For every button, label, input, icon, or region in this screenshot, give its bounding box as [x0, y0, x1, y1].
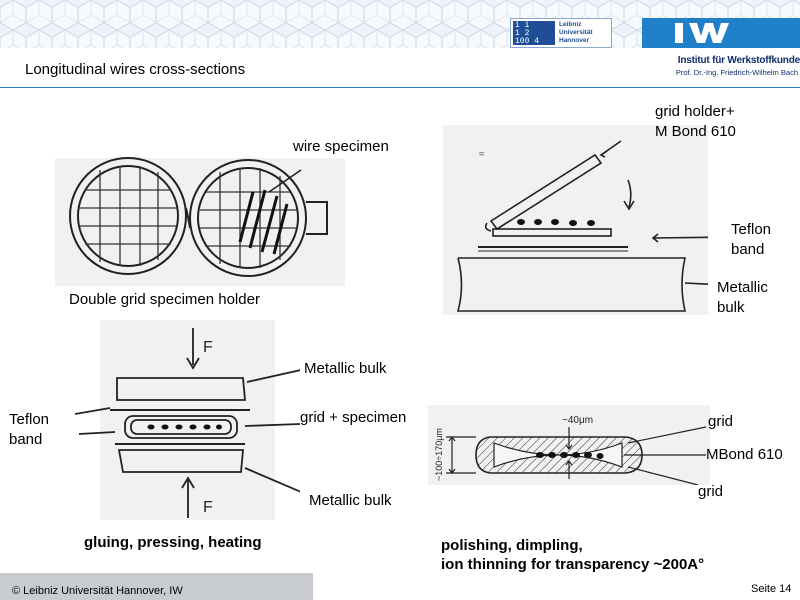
label-polishing-2: ion thinning for transparency ~200A°: [441, 556, 705, 573]
label-teflon-band-right-1: Teflon: [731, 221, 772, 238]
dimpling-sketch: ~40μm ~100÷170μm: [428, 405, 710, 485]
label-mbond: MBond 610: [706, 446, 783, 463]
luh-logo[interactable]: i i 1 2 100 4 Leibniz Universität Hannov…: [510, 18, 612, 48]
label-metallic-bulk-right-1: Metallic: [717, 279, 768, 296]
label-teflon-band-right-2: band: [731, 241, 765, 258]
luh-logo-mark: i i 1 2 100 4: [513, 21, 555, 46]
label-teflon-band-left-2: band: [9, 431, 43, 448]
label-polishing-1: polishing, dimpling,: [441, 537, 583, 554]
label-gluing-pressing-heating: gluing, pressing, heating: [84, 534, 262, 551]
label-metallic-bulk-bottom: Metallic bulk: [309, 492, 392, 509]
pressing-sketch: F F: [75, 320, 300, 520]
label-teflon-band-left-1: Teflon: [9, 411, 50, 428]
iw-logo[interactable]: [642, 18, 800, 48]
force-label-top: F: [203, 339, 213, 356]
double-grid-holder-sketch: [55, 157, 345, 286]
footer-bar: [0, 573, 313, 600]
label-grid-holder-1: grid holder+: [655, 103, 735, 120]
page-title: Longitudinal wires cross-sections: [25, 61, 246, 78]
label-wire-specimen: wire specimen: [293, 138, 389, 155]
label-metallic-bulk-top: Metallic bulk: [304, 360, 387, 377]
label-grid-specimen: grid + specimen: [300, 409, 407, 426]
iw-logo-mark: [675, 23, 729, 43]
institute-professor: Prof. Dr.-Ing. Friedrich-Wilhelm Bach: [675, 68, 798, 77]
label-grid-holder-2: M Bond 610: [655, 123, 736, 140]
dimension-40um: ~40μm: [562, 415, 593, 426]
svg-text:≈: ≈: [479, 149, 485, 160]
force-label-bottom: F: [203, 499, 213, 516]
label-double-grid: Double grid specimen holder: [69, 291, 260, 308]
footer-copyright: © Leibniz Universität Hannover, IW: [12, 585, 183, 597]
luh-logo-text: Leibniz Universität Hannover: [559, 21, 593, 44]
grid-holder-sketch: ≈: [443, 125, 708, 315]
dimension-side: ~100÷170μm: [434, 428, 444, 481]
page-number: Seite 14: [751, 583, 792, 595]
label-grid-top: grid: [708, 413, 734, 430]
title-divider: [0, 87, 800, 88]
label-grid-bottom: grid: [698, 483, 724, 500]
institute-name: Institut für Werkstoffkunde: [677, 55, 800, 66]
label-metallic-bulk-right-2: bulk: [717, 299, 745, 316]
